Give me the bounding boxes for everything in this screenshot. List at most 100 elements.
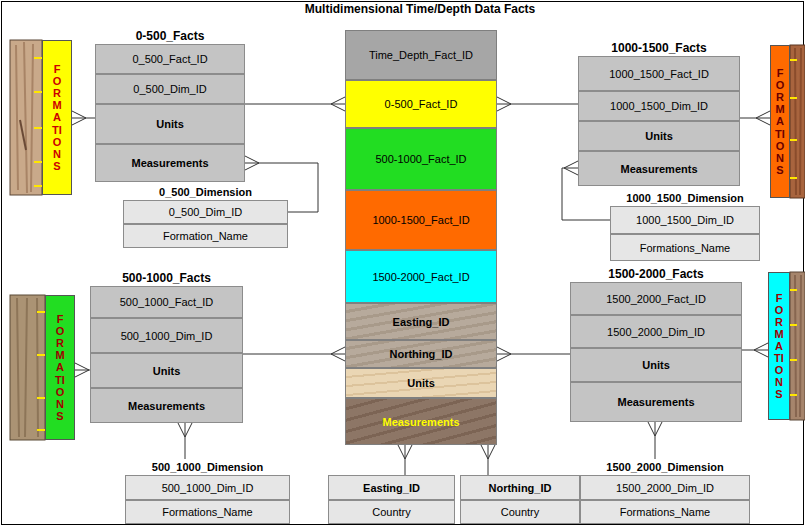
field-label: Units <box>642 359 670 371</box>
table-heading: 500-1000_Facts <box>122 270 211 286</box>
field-label: Formations_Name <box>162 506 252 518</box>
field-label: 500-1000_Fact_ID <box>375 153 466 165</box>
fact-field-row: 1500_2000_Dim_ID <box>570 315 742 348</box>
fact-field-row: Units <box>95 104 245 144</box>
fact-field-row: 1000_1500_Dim_ID <box>578 91 740 121</box>
field-label: Measurements <box>128 400 205 412</box>
field-label: Units <box>407 377 435 389</box>
dimension-field-row: 0_500_Dim_ID <box>123 200 288 224</box>
formations-strip: FORMATIONS <box>45 295 75 440</box>
fact-column-row: Easting_ID <box>345 303 497 340</box>
fact-column-row: Measurements <box>345 398 497 445</box>
dimension-field-row: Easting_ID <box>328 475 455 500</box>
table-heading: 1000_1500_Dimension <box>626 190 743 206</box>
table-heading: 0_500_Dimension <box>159 184 252 200</box>
dimension-field-row: 500_1000_Dim_ID <box>125 475 290 500</box>
fact-field-row: 500_1000_Fact_ID <box>90 286 243 318</box>
table-box: 0_500_Dimension 0_500_Dim_ID Formation_Nam… <box>123 184 288 248</box>
fact-field-row: Measurements <box>570 382 742 422</box>
vertical-label: FORMATIONS <box>52 63 63 172</box>
fact-field-row: 500_1000_Dim_ID <box>90 318 243 353</box>
rock-core-image <box>10 40 42 195</box>
dimension-field-row: 1000_1500_Dim_ID <box>610 206 760 234</box>
fact-field-row: Measurements <box>95 144 245 182</box>
fact-field-row: 1000_1500_Fact_ID <box>578 56 740 91</box>
dimension-field-row: Formation_Name <box>123 224 288 248</box>
field-label: Formations_Name <box>620 506 710 518</box>
fact-field-row: 0_500_Dim_ID <box>95 74 245 104</box>
field-label: Measurements <box>131 157 208 169</box>
field-label: 1000_1500_Dim_ID <box>610 100 708 112</box>
fact-column-row: 0-500_Fact_ID <box>345 80 497 128</box>
rock-core-image <box>10 295 45 440</box>
dimension-field-row: Formations_Name <box>125 500 290 524</box>
relationship-line <box>245 97 345 111</box>
relationship-line <box>497 347 570 361</box>
field-label: Measurements <box>620 163 697 175</box>
fact-column-row: Time_Depth_Fact_ID <box>345 30 497 80</box>
relationship-line <box>481 445 495 475</box>
fact-field-row: Measurements <box>578 151 740 186</box>
dimension-field-row: Country <box>328 500 455 524</box>
table-heading: 1500_2000_Dimension <box>606 459 723 475</box>
field-label: 0_500_Dim_ID <box>169 206 242 218</box>
field-label: Units <box>153 365 181 377</box>
dimension-field-row: Formations_Name <box>580 500 750 524</box>
table-heading: 0-500_Facts <box>136 28 205 44</box>
field-label: 1000_1500_Dim_ID <box>636 214 734 226</box>
relationship-line <box>740 111 770 125</box>
field-label: Northing_ID <box>390 348 453 360</box>
formations-strip: FORMATIONS <box>42 40 72 195</box>
field-label: 1500_2000_Fact_ID <box>606 293 706 305</box>
table-box: 500-1000_Facts 500_1000_Fact_ID 500_1000_D… <box>90 270 243 423</box>
table-box: 1500-2000_Facts 1500_2000_Fact_ID 1500_200… <box>570 266 742 422</box>
fact-column-row: 500-1000_Fact_ID <box>345 128 497 190</box>
relationship-line <box>243 347 345 361</box>
table-box: 1500_2000_Dimension 1500_2000_Dim_ID Forma… <box>580 459 750 524</box>
fact-column-row: Units <box>345 368 497 398</box>
field-label: 0_500_Fact_ID <box>132 53 207 65</box>
field-label: 500_1000_Fact_ID <box>120 296 214 308</box>
relationship-line <box>497 97 578 111</box>
relationship-line <box>178 423 192 459</box>
field-label: Units <box>645 130 673 142</box>
vertical-label: FORMATIONS <box>774 292 785 401</box>
dimension-field-row: 1500_2000_Dim_ID <box>580 475 750 500</box>
field-label: 1000_1500_Fact_ID <box>609 68 709 80</box>
field-label: Formations_Name <box>640 242 730 254</box>
fact-column-row: Northing_ID <box>345 340 497 368</box>
table-box: 1000_1500_Dimension 1000_1500_Dim_ID Forma… <box>610 190 760 261</box>
fact-field-row: Units <box>570 348 742 382</box>
rock-core-image <box>790 272 805 420</box>
field-label: Measurements <box>382 416 459 428</box>
field-label: 500_1000_Dim_ID <box>121 330 213 342</box>
fact-column-row: 1500-2000_Fact_ID <box>345 250 497 303</box>
dimension-field-row: Country <box>460 500 580 524</box>
field-label: Measurements <box>617 396 694 408</box>
table-box: 0-500_Facts 0_500_Fact_ID 0_500_Dim_IDUnit… <box>95 28 245 182</box>
field-label: 1500_2000_Dim_ID <box>607 326 705 338</box>
table-heading: 500_1000_Dimension <box>152 459 263 475</box>
field-label: Country <box>372 506 411 518</box>
field-label: Time_Depth_Fact_ID <box>369 49 473 61</box>
field-label: 1500_2000_Dim_ID <box>616 482 714 494</box>
relationship-line <box>75 363 90 377</box>
table-heading: 1000-1500_Facts <box>611 40 706 56</box>
field-label: 500_1000_Dim_ID <box>162 482 254 494</box>
field-label: 1500-2000_Fact_ID <box>372 271 469 283</box>
vertical-label: FORMATIONS <box>775 67 786 176</box>
formation-tick <box>34 58 797 430</box>
field-label: Country <box>501 506 540 518</box>
formations-strip: FORMATIONS <box>768 272 790 420</box>
formations-strip: FORMATIONS <box>770 45 790 198</box>
dimension-field-row: Formations_Name <box>610 234 760 261</box>
fact-field-row: 0_500_Fact_ID <box>95 44 245 74</box>
fact-field-row: Measurements <box>90 388 243 423</box>
relationship-line <box>72 111 95 125</box>
rock-core-image <box>790 45 805 198</box>
table-heading: 1500-2000_Facts <box>608 266 703 282</box>
field-label: Easting_ID <box>393 316 450 328</box>
field-label: Easting_ID <box>363 482 420 494</box>
field-label: 0-500_Fact_ID <box>385 98 458 110</box>
